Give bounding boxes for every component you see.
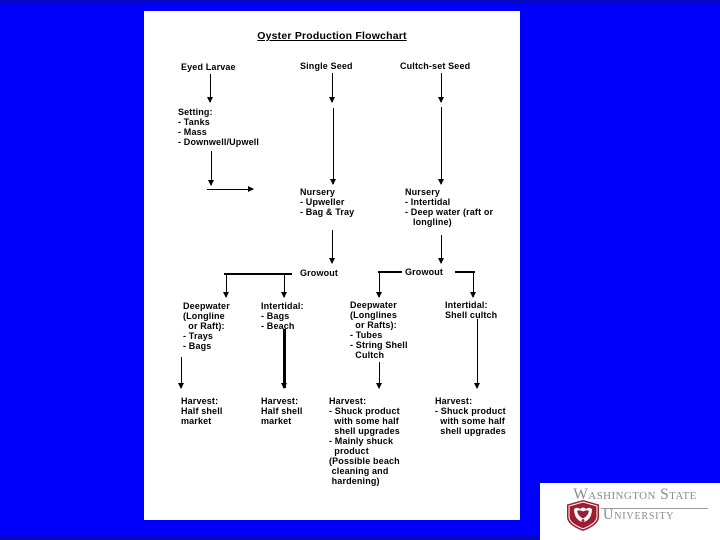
connector-line: [378, 271, 402, 273]
setting-block: Setting: - Tanks - Mass - Downwell/Upwel…: [178, 107, 260, 147]
slide-top-edge: [0, 0, 720, 4]
arrow-down-icon: [438, 107, 444, 185]
source-label-single-seed: Single Seed: [300, 61, 353, 71]
nursery-cultch-set-block: Nursery - Intertidal - Deep water (raft …: [405, 187, 494, 227]
arrow-down-icon: [330, 108, 336, 185]
connector-line: [455, 271, 475, 273]
harvest-eyed-larvae-block: Harvest: Half shell market: [181, 396, 223, 426]
growout-left-label: Growout: [300, 268, 339, 278]
harvest-cultch-deepwater-block: Harvest: - Shuck product with some half …: [329, 396, 400, 486]
branch-deepwater-longline-block: Deepwater (Longline or Raft): - Trays - …: [183, 301, 230, 351]
connector-line: [224, 273, 292, 275]
wsu-shield-icon: [567, 500, 599, 531]
source-label-eyed-larvae: Eyed Larvae: [181, 62, 236, 72]
flowchart-title: Oyster Production Flowchart: [257, 30, 407, 42]
arrow-down-icon: [223, 273, 229, 298]
slide-bottom-edge: [0, 536, 720, 540]
arrow-down-icon: [438, 235, 444, 264]
arrow-down-icon: [329, 230, 335, 264]
harvest-cultch-intertidal-block: Harvest: - Shuck product with some half …: [435, 396, 506, 436]
arrow-down-icon: [178, 357, 184, 389]
harvest-single-seed-block: Harvest: Half shell market: [261, 396, 303, 426]
arrow-down-icon: [474, 319, 480, 389]
branch-intertidal-bags-beach-block: Intertidal: - Bags - Beach: [261, 301, 304, 331]
arrow-down-icon: [329, 73, 335, 103]
nursery-single-seed-block: Nursery - Upweller - Bag & Tray: [300, 187, 355, 217]
branch-deepwater-longlines-block: Deepwater (Longlines or Rafts): - Tubes …: [350, 300, 408, 360]
wsu-wordmark-divider: [601, 508, 708, 509]
arrow-down-icon: [438, 73, 444, 103]
arrow-down-icon: [376, 271, 382, 298]
arrow-down-icon: [208, 151, 214, 186]
wsu-logo: Washington State University: [540, 483, 720, 540]
arrow-down-icon: [470, 271, 476, 298]
wsu-wordmark-line1: Washington State: [573, 486, 697, 503]
arrow-down-icon: [281, 273, 287, 298]
arrow-right-icon: [207, 186, 254, 192]
arrow-down-icon: [207, 74, 213, 103]
arrow-down-icon: [281, 329, 287, 389]
arrow-down-icon: [376, 362, 382, 389]
growout-right-label: Growout: [405, 267, 444, 277]
branch-intertidal-shell-cultch-block: Intertidal: Shell cultch: [445, 300, 498, 320]
wsu-wordmark-line2: University: [603, 507, 675, 523]
flowchart-panel: Oyster Production Flowchart Eyed Larvae …: [144, 11, 520, 520]
source-label-cultch-set-seed: Cultch-set Seed: [400, 61, 471, 71]
